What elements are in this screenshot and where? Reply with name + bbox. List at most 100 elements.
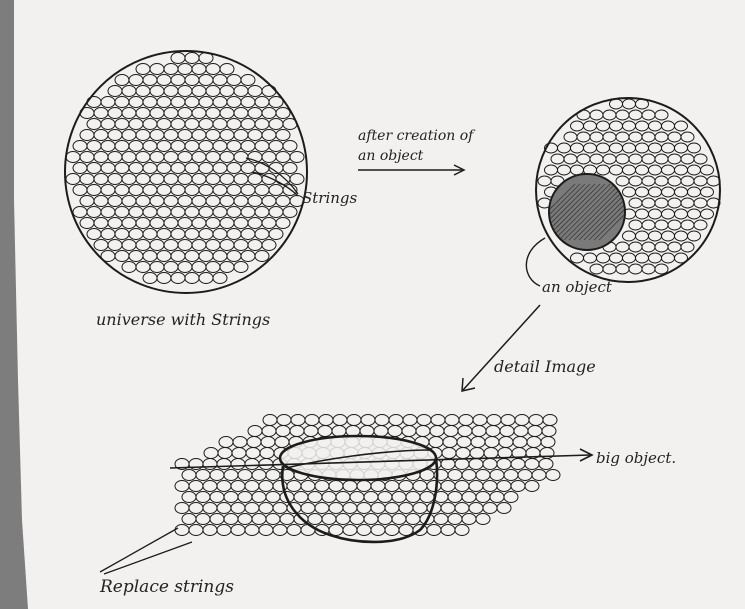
string-loop	[546, 470, 560, 481]
string-loop	[287, 525, 301, 536]
string-loop	[655, 264, 668, 274]
string-loop	[266, 492, 280, 503]
string-loop	[108, 196, 122, 207]
string-loop	[185, 141, 199, 152]
string-loop	[143, 207, 157, 218]
string-loop	[266, 514, 280, 525]
string-loop	[469, 459, 483, 470]
string-loop	[518, 470, 532, 481]
string-loop	[642, 132, 655, 142]
string-loop	[255, 119, 269, 130]
string-loop	[629, 264, 642, 274]
string-loop	[385, 481, 399, 492]
string-loop	[80, 218, 94, 229]
string-loop	[234, 108, 248, 119]
string-loop	[178, 174, 192, 185]
string-loop	[199, 185, 213, 196]
string-loop	[681, 220, 694, 230]
string-loop	[203, 459, 217, 470]
string-loop	[361, 415, 375, 426]
string-loop	[94, 130, 108, 141]
string-loop	[603, 154, 616, 164]
string-loop	[681, 198, 694, 208]
string-loop	[115, 251, 129, 262]
string-loop	[252, 470, 266, 481]
string-loop	[234, 152, 248, 163]
string-loop	[185, 53, 199, 64]
string-loop	[101, 141, 115, 152]
string-loop	[245, 459, 259, 470]
string-loop	[681, 242, 694, 252]
string-loop	[262, 108, 276, 119]
string-loop	[501, 415, 515, 426]
string-loop	[213, 273, 227, 284]
string-loop	[610, 165, 623, 175]
string-loop	[462, 492, 476, 503]
string-loop	[129, 75, 143, 86]
string-loop	[623, 143, 636, 153]
string-loop	[175, 503, 189, 514]
string-loop	[649, 165, 662, 175]
string-loop	[66, 152, 80, 163]
string-loop	[259, 503, 273, 514]
string-loop	[213, 163, 227, 174]
string-loop	[497, 503, 511, 514]
string-loop	[525, 459, 539, 470]
string-loop	[462, 470, 476, 481]
string-loop	[213, 185, 227, 196]
string-loop	[150, 218, 164, 229]
string-loop	[694, 220, 707, 230]
string-loop	[662, 165, 675, 175]
string-loop	[178, 240, 192, 251]
string-loop	[94, 240, 108, 251]
string-loop	[504, 492, 518, 503]
string-loop	[603, 110, 616, 120]
string-loop	[276, 426, 290, 437]
string-loop	[234, 262, 248, 273]
string-loop	[623, 99, 636, 109]
string-loop	[136, 174, 150, 185]
string-loop	[164, 64, 178, 75]
string-loop	[210, 492, 224, 503]
string-loop	[199, 207, 213, 218]
string-loop	[642, 176, 655, 186]
string-loop	[459, 415, 473, 426]
string-loop	[171, 251, 185, 262]
string-loop	[122, 86, 136, 97]
string-loop	[616, 110, 629, 120]
detail-string-lattice	[175, 415, 560, 542]
string-loop	[234, 130, 248, 141]
string-loop	[406, 514, 420, 525]
string-loop	[472, 426, 486, 437]
string-loop	[164, 262, 178, 273]
string-loop	[269, 119, 283, 130]
string-loop	[304, 426, 318, 437]
string-loop	[577, 154, 590, 164]
string-loop	[455, 503, 469, 514]
strings-label: Strings	[302, 189, 358, 207]
string-loop	[448, 470, 462, 481]
string-loop	[241, 119, 255, 130]
string-loop	[681, 154, 694, 164]
string-loop	[301, 503, 315, 514]
string-loop	[551, 154, 564, 164]
string-loop	[255, 229, 269, 240]
string-loop	[577, 132, 590, 142]
string-loop	[476, 492, 490, 503]
string-loop	[388, 426, 402, 437]
string-loop	[403, 415, 417, 426]
string-loop	[175, 481, 189, 492]
string-loop	[662, 187, 675, 197]
string-loop	[192, 262, 206, 273]
string-loop	[655, 220, 668, 230]
string-loop	[532, 470, 546, 481]
string-loop	[262, 86, 276, 97]
string-loop	[255, 207, 269, 218]
universe-caption: universe with Strings	[96, 310, 270, 329]
string-loop	[80, 152, 94, 163]
string-loop	[115, 75, 129, 86]
replace-strings-label: Replace strings	[99, 577, 234, 597]
string-loop	[143, 229, 157, 240]
string-loop	[357, 525, 371, 536]
string-loop	[232, 448, 246, 459]
